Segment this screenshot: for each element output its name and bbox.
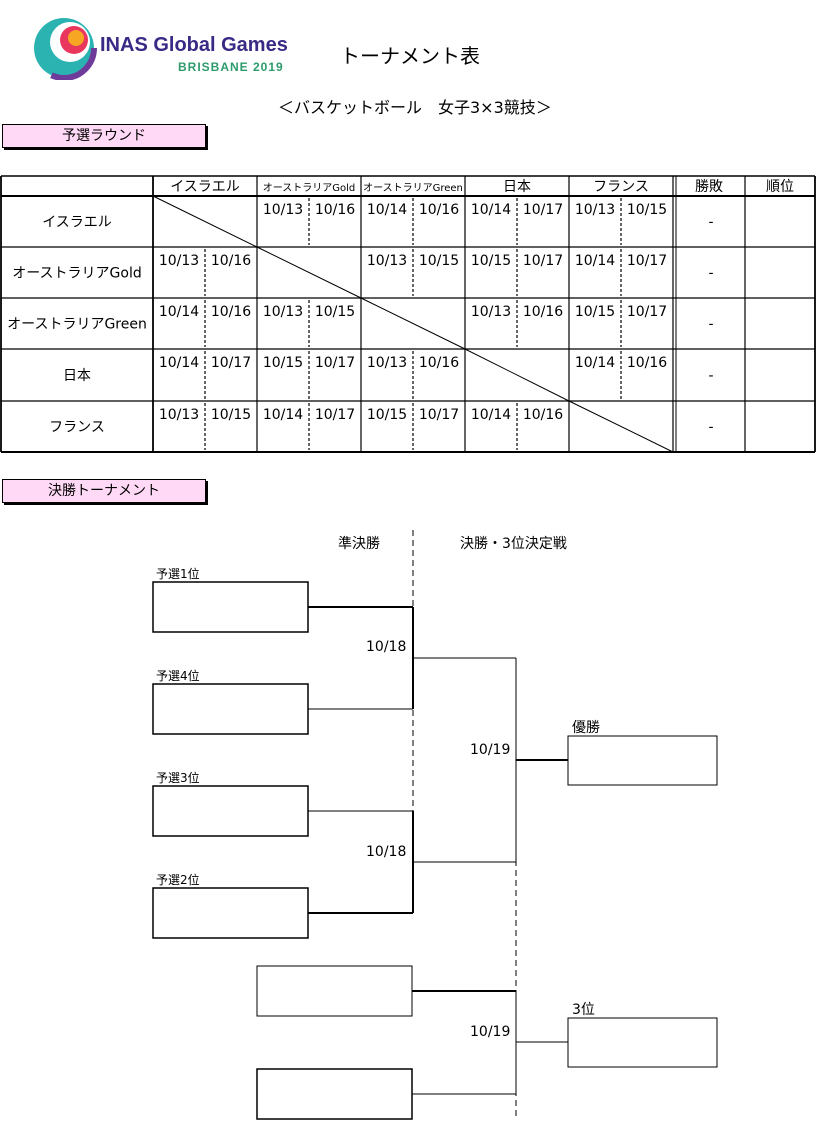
match-date: 10/14 — [575, 253, 615, 269]
match-date: 10/13 — [159, 253, 199, 269]
match-date: 10/15 — [367, 407, 407, 423]
match-date: 10/15 — [575, 304, 615, 320]
match-date: 10/14 — [471, 407, 511, 423]
semifinal-date: 10/18 — [366, 844, 406, 860]
match-date: 10/16 — [419, 202, 459, 218]
third-place-team-box — [256, 965, 413, 1017]
seed-label: 予選1位 — [156, 566, 200, 581]
team-name: オーストラリアGreen — [7, 317, 147, 333]
third-place-label: 3位 — [572, 1002, 595, 1018]
diagonal-slash — [360, 297, 466, 350]
match-date: 10/16 — [523, 407, 563, 423]
match-date: 10/14 — [575, 355, 615, 371]
third-place-date: 10/19 — [470, 1024, 510, 1040]
match-date: 10/17 — [523, 202, 563, 218]
match-date: 10/15 — [471, 253, 511, 269]
team-name: オーストラリアGold — [12, 266, 142, 282]
seed-box — [152, 887, 309, 939]
match-date: 10/17 — [419, 407, 459, 423]
seed-box — [152, 581, 309, 633]
match-date: 10/17 — [315, 355, 355, 371]
match-date: 10/14 — [159, 304, 199, 320]
match-date: 10/13 — [159, 407, 199, 423]
team-name: フランス — [49, 420, 105, 436]
diagonal-slash — [464, 348, 570, 402]
match-date: 10/17 — [627, 304, 667, 320]
match-date: 10/16 — [211, 253, 251, 269]
match-date: 10/14 — [263, 407, 303, 423]
logo-mark-icon — [31, 16, 97, 80]
team-name: イスラエル — [42, 215, 112, 231]
third-place-box — [567, 1017, 718, 1068]
inas-logo — [31, 16, 97, 80]
match-date: 10/13 — [367, 355, 407, 371]
match-date: 10/14 — [471, 202, 511, 218]
seed-label: 予選4位 — [156, 668, 200, 683]
diagonal-slash — [152, 195, 258, 248]
match-date: 10/16 — [315, 202, 355, 218]
column-header: イスラエル — [170, 179, 240, 195]
match-date: 10/15 — [627, 202, 667, 218]
seed-label: 予選3位 — [156, 770, 200, 785]
logo-subline: BRISBANE 2019 — [178, 60, 284, 74]
column-header: 日本 — [503, 179, 531, 195]
column-header: 順位 — [766, 179, 794, 195]
match-date: 10/13 — [263, 304, 303, 320]
match-date: 10/16 — [211, 304, 251, 320]
page-subtitle: ＜バスケットボール 女子3×3競技＞ — [278, 98, 552, 117]
match-date: 10/13 — [263, 202, 303, 218]
match-date: 10/17 — [211, 355, 251, 371]
match-date: 10/16 — [419, 355, 459, 371]
match-date: 10/17 — [627, 253, 667, 269]
final-date: 10/19 — [470, 742, 510, 758]
semifinal-date: 10/18 — [366, 639, 406, 655]
semifinal-column-title: 準決勝 — [338, 536, 380, 552]
match-date: 10/15 — [315, 304, 355, 320]
result-cell: - — [708, 368, 713, 384]
match-date: 10/17 — [315, 407, 355, 423]
logo-wordmark: INAS Global Games — [100, 34, 288, 56]
match-date: 10/15 — [211, 407, 251, 423]
seed-box — [152, 785, 309, 837]
result-cell: - — [708, 420, 713, 436]
column-header: 勝敗 — [695, 179, 723, 195]
match-date: 10/13 — [575, 202, 615, 218]
match-date: 10/13 — [471, 304, 511, 320]
diagonal-slash — [256, 246, 362, 299]
champion-box — [567, 735, 718, 786]
result-cell: - — [708, 215, 713, 231]
match-date: 10/15 — [263, 355, 303, 371]
final-column-title: 決勝・3位決定戦 — [460, 536, 567, 552]
column-header: オーストラリアGreen — [363, 182, 463, 194]
match-date: 10/14 — [367, 202, 407, 218]
diagonal-slash — [568, 400, 674, 453]
seed-box — [152, 683, 309, 735]
seed-label: 予選2位 — [156, 872, 200, 887]
match-date: 10/17 — [523, 253, 563, 269]
third-place-team-box — [256, 1068, 413, 1120]
match-date: 10/14 — [159, 355, 199, 371]
match-date: 10/15 — [419, 253, 459, 269]
match-date: 10/13 — [367, 253, 407, 269]
match-date: 10/16 — [627, 355, 667, 371]
column-header: フランス — [593, 179, 649, 195]
team-name: 日本 — [63, 368, 91, 384]
page-title: トーナメント表 — [340, 44, 480, 68]
round-section-label: 予選ラウンド — [2, 124, 206, 148]
result-cell: - — [708, 317, 713, 333]
match-date: 10/16 — [523, 304, 563, 320]
final-section-label: 決勝トーナメント — [2, 479, 206, 503]
result-cell: - — [708, 266, 713, 282]
column-header: オーストラリアGold — [263, 182, 356, 194]
champion-label: 優勝 — [572, 720, 600, 736]
